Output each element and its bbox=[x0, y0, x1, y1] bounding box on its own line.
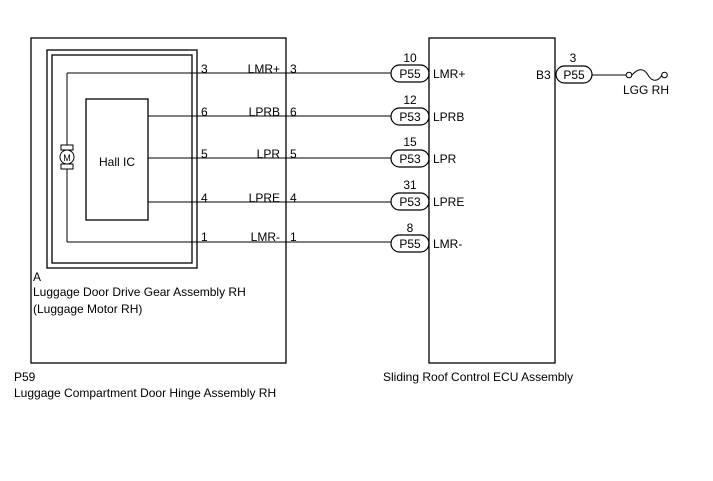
fuse-label: LGG RH bbox=[623, 83, 669, 97]
hinge-assembly-name: Luggage Compartment Door Hinge Assembly … bbox=[14, 386, 276, 400]
inner-pin: 1 bbox=[201, 230, 208, 244]
fuse-icon bbox=[625, 69, 668, 81]
ecu-signal-label: LMR+ bbox=[433, 67, 465, 81]
motor-icon bbox=[59, 149, 75, 165]
ecu-signal-label: LMR- bbox=[433, 237, 462, 251]
ecu-box bbox=[428, 37, 556, 364]
connector-code: P55 bbox=[399, 237, 421, 251]
connector-code: P55 bbox=[399, 67, 421, 81]
signal-label: LPRB bbox=[249, 105, 280, 119]
ecu-pin-number: 31 bbox=[403, 178, 417, 192]
inner-pin: 5 bbox=[201, 147, 208, 161]
outer-pin: 6 bbox=[290, 105, 297, 119]
power-pin: 3 bbox=[570, 51, 577, 65]
signal-label: LPRE bbox=[249, 191, 280, 205]
ecu-signal-label: LPR bbox=[433, 152, 457, 166]
ecu-pin-number: 15 bbox=[403, 135, 417, 149]
signal-label: LMR- bbox=[251, 230, 280, 244]
connector-code: P53 bbox=[399, 152, 421, 166]
ecu-pin-number: 12 bbox=[403, 93, 417, 107]
gear-assembly-box-outer bbox=[46, 49, 198, 269]
power-terminal: B3 bbox=[536, 68, 551, 82]
power-connector-code: P55 bbox=[563, 68, 585, 82]
gear-assembly-letter: A bbox=[33, 270, 41, 284]
inner-pin: 6 bbox=[201, 105, 208, 119]
outer-pin: 4 bbox=[290, 191, 297, 205]
hinge-assembly-box bbox=[30, 37, 287, 364]
ecu-signal-label: LPRE bbox=[433, 195, 464, 209]
ecu-name: Sliding Roof Control ECU Assembly bbox=[383, 370, 573, 384]
outer-pin: 3 bbox=[290, 62, 297, 76]
gear-assembly-subname: (Luggage Motor RH) bbox=[33, 302, 142, 316]
signal-label: LMR+ bbox=[248, 62, 280, 76]
hall-ic-label: Hall IC bbox=[99, 155, 135, 169]
connector-code: P53 bbox=[399, 195, 421, 209]
hinge-assembly-code: P59 bbox=[14, 370, 36, 384]
ecu-signal-label: LPRB bbox=[433, 110, 464, 124]
ecu-pin-number: 10 bbox=[403, 51, 417, 65]
inner-pin: 4 bbox=[201, 191, 208, 205]
connector-code: P53 bbox=[399, 110, 421, 124]
ecu-pin-number: 8 bbox=[407, 221, 414, 235]
gear-assembly-name: Luggage Door Drive Gear Assembly RH bbox=[33, 285, 246, 299]
outer-pin: 1 bbox=[290, 230, 297, 244]
gear-assembly-box-inner bbox=[51, 54, 193, 264]
motor-symbol: M bbox=[59, 144, 75, 170]
outer-pin: 5 bbox=[290, 147, 297, 161]
motor-letter: M bbox=[63, 153, 71, 163]
hall-ic-box bbox=[85, 98, 149, 221]
inner-pin: 3 bbox=[201, 62, 208, 76]
signal-label: LPR bbox=[257, 147, 281, 161]
